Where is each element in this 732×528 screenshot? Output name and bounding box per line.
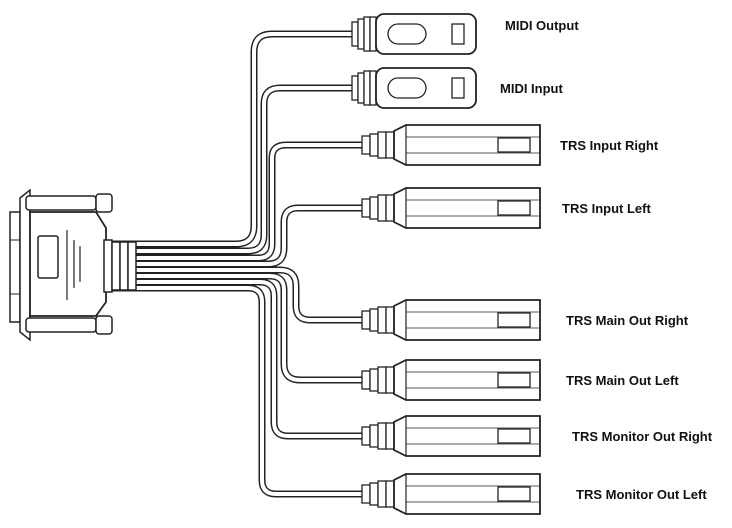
trs-jack-connector-icon [361,299,541,341]
cable-trs-monitor-out-left [106,284,366,498]
db25-connector-icon [9,188,137,342]
label-trs-main-out-left: TRS Main Out Left [566,373,679,388]
label-trs-main-out-right: TRS Main Out Right [566,313,689,328]
trs-input-left-connector [361,187,541,229]
midi-din-connector-icon [351,67,477,109]
label-trs-monitor-out-left: TRS Monitor Out Left [576,487,707,502]
trs-jack-connector-icon [361,187,541,229]
cables [106,30,366,498]
cable-trs-monitor-out-right [106,278,366,440]
trs-main-out-right-connector [361,299,541,341]
label-trs-monitor-out-right: TRS Monitor Out Right [572,429,713,444]
trs-monitor-out-right-connector [361,415,541,457]
trs-jack-connector-icon [361,359,541,401]
cable-trs-input-right [106,141,366,262]
cable-trs-input-left [106,204,366,268]
trs-jack-connector-icon [361,473,541,515]
cable-trs-main-out-right [106,266,366,324]
cable-midi-input [106,84,356,255]
label-midi-output: MIDI Output [505,18,579,33]
cable-midi-output [106,30,356,248]
midi-input-connector [351,67,477,109]
labels: MIDI Output MIDI Input TRS Input Right T… [500,18,713,502]
cable-trs-main-out-left [106,272,366,384]
midi-output-connector [351,13,477,55]
midi-din-connector-icon [351,13,477,55]
trs-monitor-out-left-connector [361,473,541,515]
label-trs-input-left: TRS Input Left [562,201,651,216]
trs-jack-connector-icon [361,415,541,457]
label-midi-input: MIDI Input [500,81,563,96]
label-trs-input-right: TRS Input Right [560,138,659,153]
trs-input-right-connector [361,124,541,166]
trs-main-out-left-connector [361,359,541,401]
trs-jack-connector-icon [361,124,541,166]
